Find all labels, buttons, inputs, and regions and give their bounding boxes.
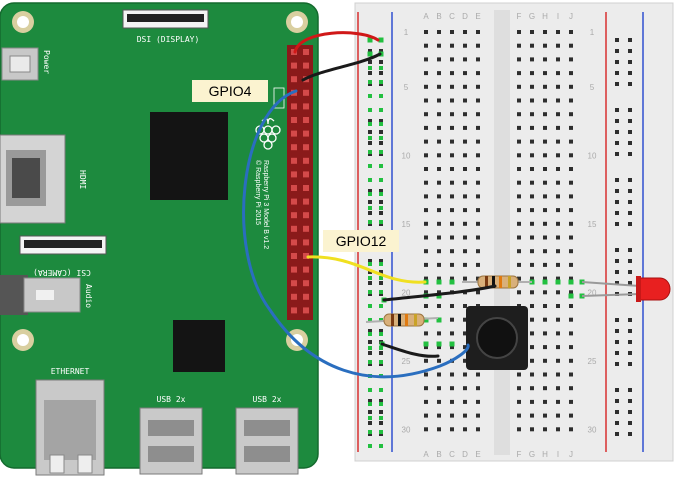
row-number: 1 xyxy=(404,28,409,37)
column-letter: B xyxy=(436,12,441,21)
column-letter: G xyxy=(529,450,535,459)
usb-port-2 xyxy=(235,407,299,475)
red-led xyxy=(581,276,671,302)
column-letter: C xyxy=(449,450,455,459)
usb2-label: USB 2x xyxy=(253,395,282,404)
csi-label: CSI (CAMERA) xyxy=(33,268,91,277)
copyright-text: © Raspberry Pi 2015 xyxy=(254,160,262,225)
row-number: 10 xyxy=(588,151,597,160)
lan-chip xyxy=(173,320,225,372)
gpio12-callout-text: GPIO12 xyxy=(336,233,387,249)
resistor-button xyxy=(365,313,439,327)
breadboard-body xyxy=(354,2,674,462)
row-number: 5 xyxy=(404,83,409,92)
gpio4-callout-text: GPIO4 xyxy=(209,83,252,99)
column-letter: G xyxy=(529,12,535,21)
model-text: Raspberry Pi 3 Model B v1.2 xyxy=(262,160,269,249)
usb-port-1 xyxy=(139,407,203,475)
dsi-label: DSI (DISPLAY) xyxy=(137,35,200,44)
ethernet-label: ETHERNET xyxy=(51,367,90,376)
resistor-led xyxy=(462,275,532,289)
column-letter: D xyxy=(462,450,468,459)
gpio-header xyxy=(287,45,313,320)
push-button xyxy=(466,306,528,370)
column-letter: A xyxy=(423,450,429,459)
soc-chip xyxy=(150,112,228,200)
column-letter: I xyxy=(557,450,559,459)
row-number: 25 xyxy=(588,357,597,366)
power-label: Power xyxy=(42,50,51,74)
column-letter: E xyxy=(475,450,480,459)
gpio12-callout: GPIO12 xyxy=(323,230,399,252)
mounting-holes xyxy=(12,11,308,351)
wire-black-gnd-top xyxy=(301,52,382,82)
gpio12-callout-box xyxy=(323,230,399,252)
usb1-label: USB 2x xyxy=(157,395,186,404)
row-number: 10 xyxy=(402,151,411,160)
column-letter: B xyxy=(436,450,441,459)
wire-black-led-gnd xyxy=(382,284,497,302)
column-letter: F xyxy=(517,450,522,459)
wire-blue-gpio4 xyxy=(242,89,470,379)
wires xyxy=(242,31,497,379)
row-number: 1 xyxy=(590,28,595,37)
wire-red-3v3 xyxy=(293,31,380,54)
row-number: 5 xyxy=(590,83,595,92)
column-letter: H xyxy=(542,12,548,21)
wire-black-button-gnd xyxy=(380,342,440,358)
row-number: 30 xyxy=(588,425,597,434)
raspberry-pi-board: DSI (DISPLAY) Power HDMI Raspberry Pi 3 … xyxy=(0,2,319,476)
gpio4-callout: GPIO4 xyxy=(192,80,268,102)
column-letter: H xyxy=(542,450,548,459)
row-number: 25 xyxy=(402,357,411,366)
audio-jack-body xyxy=(0,275,28,315)
column-letter: J xyxy=(569,450,573,459)
push-button-cap xyxy=(476,317,518,359)
wire-yellow-gpio12 xyxy=(306,255,427,284)
hdmi-label: HDMI xyxy=(78,170,87,189)
gpio4-callout-box xyxy=(192,80,268,102)
column-letter: C xyxy=(449,12,455,21)
column-letter: A xyxy=(423,12,429,21)
breadboard-holes xyxy=(367,30,632,448)
column-letter: F xyxy=(517,12,522,21)
row-number: 30 xyxy=(402,425,411,434)
row-number: 20 xyxy=(588,288,597,297)
column-letter: E xyxy=(475,12,480,21)
row-number: 15 xyxy=(402,220,411,229)
column-letter: I xyxy=(557,12,559,21)
column-letter: J xyxy=(569,12,573,21)
row-number: 20 xyxy=(402,288,411,297)
column-letter: D xyxy=(462,12,468,21)
row-number: 15 xyxy=(588,220,597,229)
audio-label: Audio xyxy=(84,284,93,308)
center-channel xyxy=(494,10,510,455)
